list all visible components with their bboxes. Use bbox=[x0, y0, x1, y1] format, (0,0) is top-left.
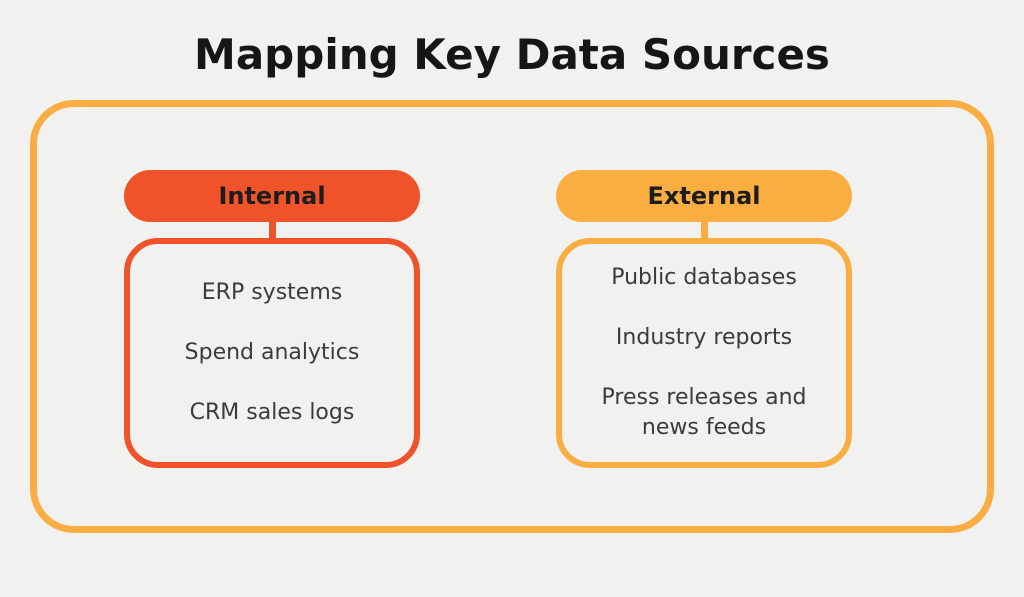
external-box: Public databases Industry reports Press … bbox=[556, 238, 852, 468]
column-external: External Public databases Industry repor… bbox=[556, 170, 852, 468]
list-item: ERP systems bbox=[201, 280, 343, 305]
internal-pill-label: Internal bbox=[218, 182, 326, 210]
list-item: Press releases and news feeds bbox=[601, 385, 807, 440]
list-item: Industry reports bbox=[615, 325, 793, 350]
list-item: Public databases bbox=[611, 265, 797, 290]
external-pill: External bbox=[556, 170, 852, 222]
list-item: CRM sales logs bbox=[189, 400, 355, 425]
outer-frame bbox=[30, 100, 994, 533]
internal-pill: Internal bbox=[124, 170, 420, 222]
list-item: Spend analytics bbox=[184, 340, 360, 365]
page-title: Mapping Key Data Sources bbox=[194, 30, 830, 79]
internal-connector-line bbox=[268, 222, 276, 238]
internal-box: ERP systems Spend analytics CRM sales lo… bbox=[124, 238, 420, 468]
external-pill-label: External bbox=[647, 182, 761, 210]
external-connector-line bbox=[700, 222, 708, 238]
column-internal: Internal ERP systems Spend analytics CRM… bbox=[124, 170, 420, 468]
